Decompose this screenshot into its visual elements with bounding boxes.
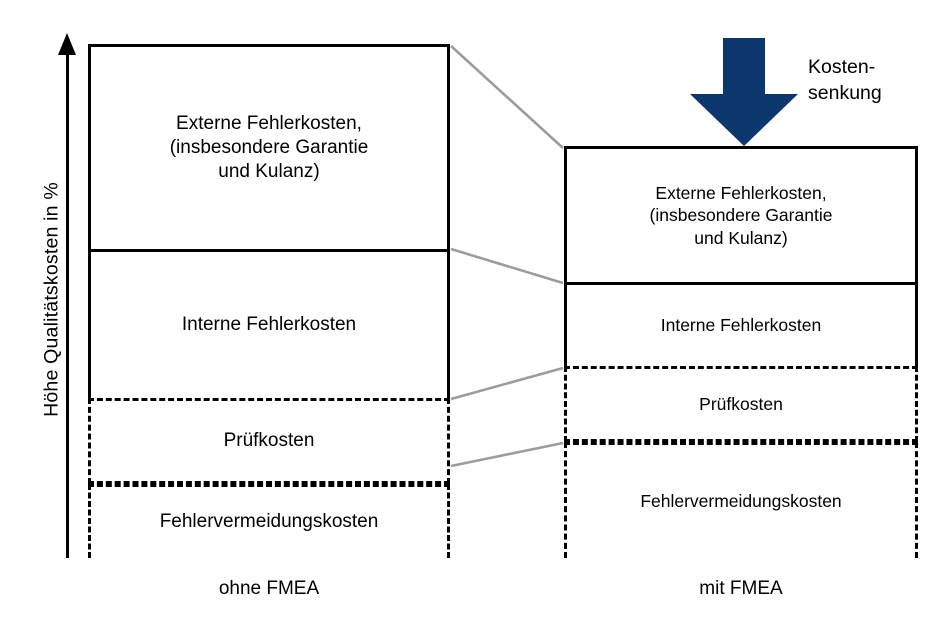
right-column-caption: mit FMEA xyxy=(699,578,783,599)
cost-reduction-label-line1: Kosten- xyxy=(808,56,876,78)
right-block-interne-fehlerkosten: Interne Fehlerkosten xyxy=(564,282,918,366)
left-block-externe-fehlerkosten: Externe Fehlerkosten, (insbesondere Gara… xyxy=(88,44,450,249)
y-axis-arrowhead-icon xyxy=(58,33,76,55)
right-ext-line2: (insbesondere Garantie xyxy=(649,205,833,226)
left-block-fehlervermeidungskosten-text: Fehlervermeidungskosten xyxy=(159,511,379,533)
y-axis-line xyxy=(66,52,69,558)
arrow-head xyxy=(690,94,798,146)
y-axis-label: Höhe Qualitätskosten in % xyxy=(40,182,63,417)
right-block-fehlervermeidungskosten: Fehlervermeidungskosten xyxy=(564,442,918,558)
left-block-interne-fehlerkosten-text: Interne Fehlerkosten xyxy=(181,313,357,335)
right-ext-line3: und Kulanz) xyxy=(694,227,788,248)
cost-reduction-label-line2: senkung xyxy=(808,81,882,104)
right-block-fehlervermeidungskosten-text: Fehlervermeidungskosten xyxy=(640,491,842,512)
right-ext-line1: Externe Fehlerkosten, xyxy=(655,182,827,203)
right-block-interne-fehlerkosten-text: Interne Fehlerkosten xyxy=(660,315,822,336)
left-block-interne-fehlerkosten: Interne Fehlerkosten xyxy=(88,249,450,398)
right-block-pruefkosten: Prüfkosten xyxy=(564,366,918,442)
left-column-caption: ohne FMEA xyxy=(218,578,320,599)
cost-reduction-label: Kosten- senkung xyxy=(808,55,938,107)
right-block-externe-fehlerkosten-text: Externe Fehlerkosten, (insbesondere Gara… xyxy=(644,182,839,249)
left-ext-line1: Externe Fehlerkosten, xyxy=(176,112,362,134)
left-ext-line2: (insbesondere Garantie xyxy=(169,136,369,158)
right-block-pruefkosten-text: Prüfkosten xyxy=(699,393,783,414)
cost-reduction-arrow-icon xyxy=(690,38,800,146)
left-block-pruefkosten: Prüfkosten xyxy=(88,398,450,484)
left-block-externe-fehlerkosten-text: Externe Fehlerkosten, (insbesondere Gara… xyxy=(164,112,375,185)
left-block-pruefkosten-text: Prüfkosten xyxy=(223,429,315,451)
arrow-shaft xyxy=(723,38,765,96)
left-ext-line3: und Kulanz) xyxy=(218,161,320,183)
left-block-fehlervermeidungskosten: Fehlervermeidungskosten xyxy=(88,484,450,558)
right-block-externe-fehlerkosten: Externe Fehlerkosten, (insbesondere Gara… xyxy=(564,146,918,282)
